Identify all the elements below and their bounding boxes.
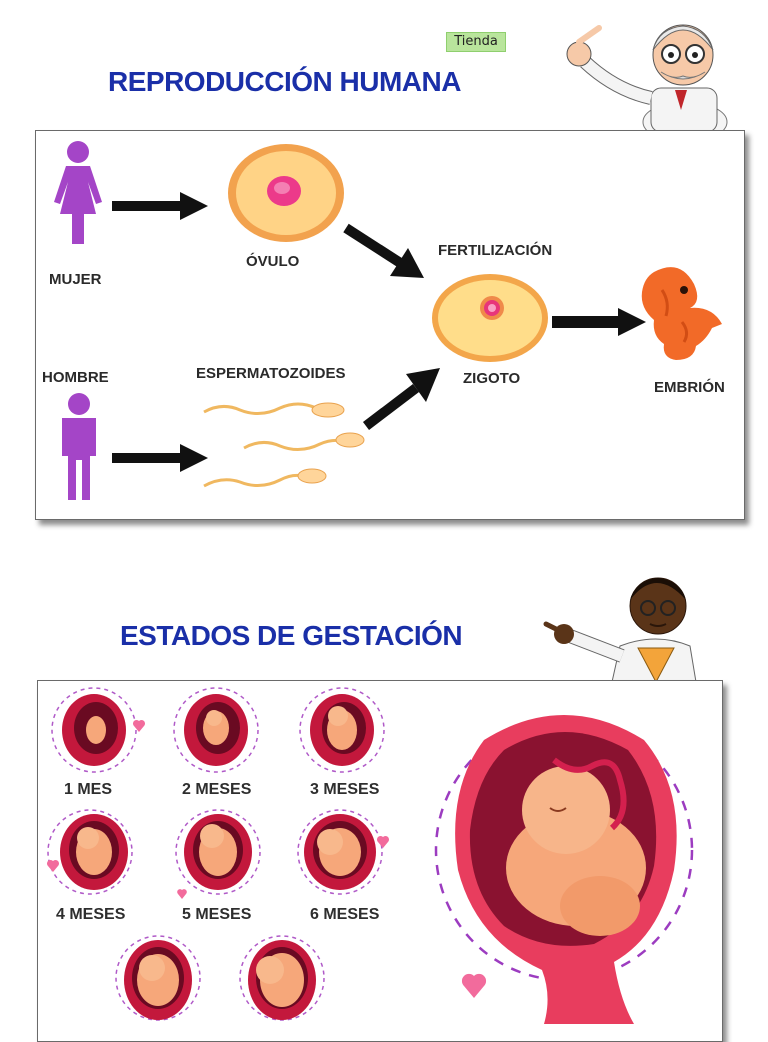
- arrow-icon: [362, 368, 440, 430]
- label-espermatozoides: ESPERMATOZOIDES: [196, 365, 346, 382]
- month-label: 6 MESES: [310, 906, 380, 923]
- ovule-cell: [228, 144, 344, 242]
- scientist-illustration: [566, 24, 728, 143]
- embryo-illustration: [641, 267, 722, 360]
- month-label: 3 MESES: [310, 781, 380, 798]
- arrow-icon: [112, 444, 208, 472]
- arrow-icon: [552, 308, 646, 336]
- label-embrion: EMBRIÓN: [654, 379, 725, 396]
- label-mujer: MUJER: [49, 271, 102, 288]
- month-label: 1 MES: [64, 781, 113, 798]
- month-1-illustration: [51, 687, 146, 773]
- label-ovulo: ÓVULO: [246, 253, 300, 270]
- page-title-reproduccion: REPRODUCCIÓN HUMANA: [108, 66, 461, 97]
- womb-large-illustration: [434, 715, 694, 1024]
- label-zigoto: ZIGOTO: [463, 370, 521, 387]
- label-hombre: HOMBRE: [42, 369, 109, 386]
- month-7-illustration: [115, 935, 201, 1021]
- month-label: 5 MESES: [182, 906, 252, 923]
- month-6-illustration: [297, 809, 390, 895]
- sperm-illustration: [203, 402, 365, 488]
- man-icon: [62, 393, 96, 500]
- month-2-illustration: [173, 687, 259, 773]
- month-3-illustration: [299, 687, 385, 773]
- page-title-gestacion: ESTADOS DE GESTACIÓN: [120, 620, 463, 651]
- zygote-cell: [432, 274, 548, 362]
- arrow-icon: [112, 192, 208, 220]
- month-label: 2 MESES: [182, 781, 252, 798]
- month-8-illustration: [239, 935, 325, 1021]
- teacher-illustration: [543, 577, 697, 684]
- arrow-icon: [343, 223, 424, 278]
- month-5-illustration: [175, 809, 261, 899]
- label-fertilizacion: FERTILIZACIÓN: [438, 242, 553, 259]
- woman-icon: [54, 141, 102, 244]
- month-4-illustration: [46, 809, 133, 895]
- store-tag[interactable]: Tienda: [446, 32, 506, 52]
- month-label: 4 MESES: [56, 906, 126, 923]
